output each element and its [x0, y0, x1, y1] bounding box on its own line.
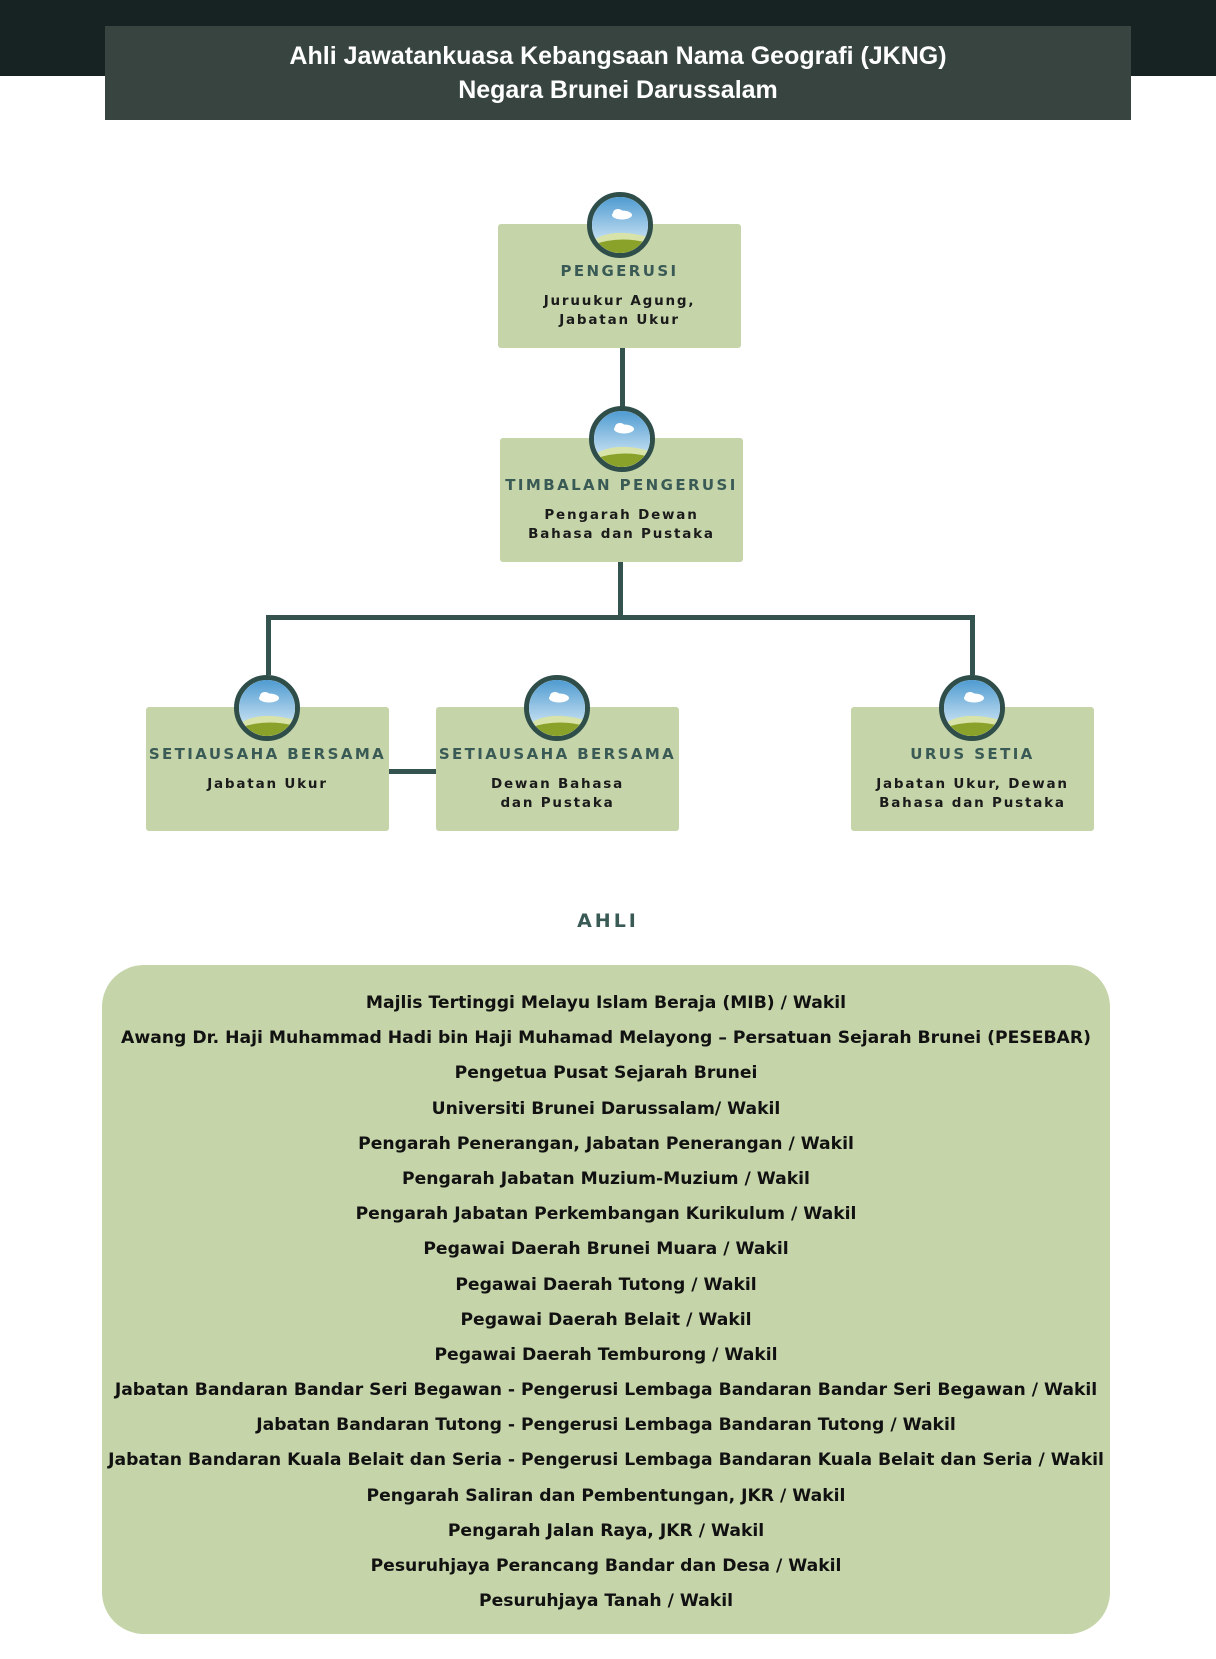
chair-org: Juruukur Agung, Jabatan Ukur	[543, 293, 696, 328]
members-heading: AHLI	[577, 910, 639, 932]
joint-secretary-1-role: SETIAUSAHA BERSAMA	[148, 745, 387, 763]
secretariat-org: Jabatan Ukur, Dewan Bahasa dan Pustaka	[876, 776, 1069, 811]
connector-secretaries	[389, 769, 437, 774]
member-item: Pengarah Saliran dan Pembentungan, JKR /…	[366, 1485, 846, 1506]
member-item: Pesuruhjaya Tanah / Wakil	[479, 1591, 733, 1612]
joint-secretary-2-org: Dewan Bahasa dan Pustaka	[490, 776, 625, 811]
member-item: Awang Dr. Haji Muhammad Hadi bin Haji Mu…	[121, 1028, 1091, 1049]
page-title: Ahli Jawatankuasa Kebangsaan Nama Geogra…	[105, 26, 1131, 120]
member-item: Pengarah Jabatan Perkembangan Kurikulum …	[355, 1204, 857, 1225]
member-item: Jabatan Bandaran Kuala Belait dan Seria …	[108, 1450, 1104, 1471]
landscape-avatar-icon	[589, 406, 655, 472]
title-line-2: Negara Brunei Darussalam	[458, 76, 778, 104]
member-item: Jabatan Bandaran Tutong - Pengerusi Lemb…	[256, 1415, 956, 1436]
connector-chair-deputy	[620, 345, 625, 407]
members-panel: Majlis Tertinggi Melayu Islam Beraja (MI…	[102, 965, 1110, 1634]
deputy-org: Pengarah Dewan Bahasa dan Pustaka	[528, 507, 715, 542]
member-item: Jabatan Bandaran Bandar Seri Begawan - P…	[114, 1380, 1098, 1401]
connector-deputy-down	[618, 560, 623, 618]
member-item: Pegawai Daerah Temburong / Wakil	[434, 1344, 778, 1365]
landscape-avatar-icon	[587, 192, 653, 258]
member-item: Pengarah Jalan Raya, JKR / Wakil	[447, 1520, 765, 1541]
members-list: Majlis Tertinggi Melayu Islam Beraja (MI…	[102, 986, 1110, 1619]
member-item: Pegawai Daerah Brunei Muara / Wakil	[423, 1239, 789, 1260]
member-item: Pegawai Daerah Belait / Wakil	[460, 1309, 752, 1330]
landscape-avatar-icon	[524, 675, 590, 741]
landscape-avatar-icon	[939, 675, 1005, 741]
landscape-avatar-icon	[234, 675, 300, 741]
connector-right-drop	[970, 615, 975, 675]
member-item: Pegawai Daerah Tutong / Wakil	[455, 1274, 757, 1295]
member-item: Universiti Brunei Darussalam/ Wakil	[431, 1098, 781, 1119]
joint-secretary-2-role: SETIAUSAHA BERSAMA	[438, 745, 677, 763]
chair-role: PENGERUSI	[560, 262, 679, 280]
member-item: Pengarah Penerangan, Jabatan Penerangan …	[358, 1133, 854, 1154]
joint-secretary-1-org: Jabatan Ukur	[207, 776, 328, 792]
deputy-role: TIMBALAN PENGERUSI	[505, 476, 738, 494]
member-item: Pesuruhjaya Perancang Bandar dan Desa / …	[370, 1556, 842, 1576]
secretariat-role: URUS SETIA	[910, 745, 1035, 763]
member-item: Majlis Tertinggi Melayu Islam Beraja (MI…	[365, 993, 847, 1013]
connector-left-drop	[266, 615, 271, 675]
connector-horizontal	[266, 615, 975, 620]
member-item: Pengarah Jabatan Muzium-Muzium / Wakil	[402, 1168, 810, 1189]
title-line-1: Ahli Jawatankuasa Kebangsaan Nama Geogra…	[289, 42, 947, 70]
member-item: Pengetua Pusat Sejarah Brunei	[454, 1063, 758, 1084]
